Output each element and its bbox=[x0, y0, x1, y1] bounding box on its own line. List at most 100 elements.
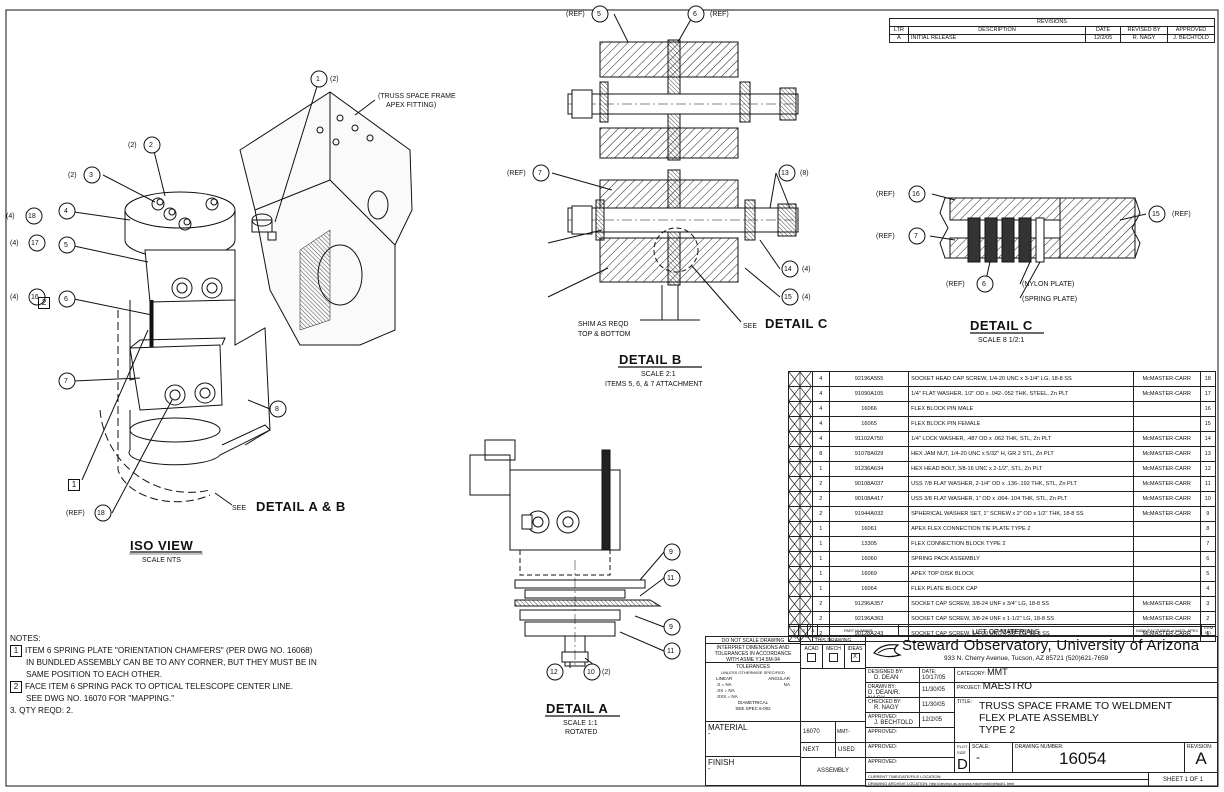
bom-qty: 2 bbox=[811, 611, 831, 627]
bom-description: SPHERICAL WASHER SET, 1" SCREW x 2" OD x… bbox=[908, 506, 1134, 522]
rev-approved: J. BECHTOLD bbox=[1167, 34, 1215, 43]
bom-manufacturer bbox=[1132, 401, 1201, 417]
callout-qty: (4) bbox=[802, 294, 811, 301]
callout-6: 6 bbox=[982, 281, 986, 288]
finish-cell: FINISH - bbox=[705, 756, 801, 786]
bom-item-number: 6 bbox=[1199, 551, 1217, 567]
callout-9: 9 bbox=[669, 549, 673, 556]
ref-label: (REF) bbox=[507, 170, 526, 177]
bom-qty: 2 bbox=[811, 491, 831, 507]
bom-item-number: 8 bbox=[1199, 521, 1217, 537]
detail-a-scale: SCALE 1:1 bbox=[563, 720, 598, 727]
bom-caption: LIST OF MATERIALS bbox=[972, 629, 1040, 636]
detail-c-scale: SCALE 8 1/2:1 bbox=[978, 337, 1025, 344]
note-marker-1: 1 bbox=[68, 474, 83, 492]
truss-label-1: (TRUSS SPACE FRAME bbox=[378, 93, 456, 100]
rev-revised-by: R. NAGY bbox=[1120, 34, 1168, 43]
bom-crossed-cell bbox=[788, 401, 813, 417]
revision-value: A bbox=[1195, 749, 1207, 768]
finish-label: FINISH bbox=[708, 758, 735, 767]
bom-item-number: 3 bbox=[1199, 596, 1217, 612]
callout-5: 5 bbox=[597, 11, 601, 18]
title-cell: TITLE: TRUSS SPACE FRAME TO WELDMENT FLE… bbox=[954, 697, 1218, 743]
bom-qty: 1 bbox=[811, 461, 831, 477]
linear-label: LINEAR bbox=[716, 676, 733, 681]
bom-part-number: 91944A032 bbox=[829, 506, 910, 522]
callout-qty: (4) bbox=[10, 294, 19, 301]
note-1-line-3: SAME POSITION TO EACH OTHER. bbox=[26, 670, 163, 679]
callout-18: 18 bbox=[97, 510, 105, 517]
bom-part-number: 16064 bbox=[829, 581, 910, 597]
iso-view-scale: SCALE NTS bbox=[142, 557, 181, 564]
bom-part-number: 90108A037 bbox=[829, 476, 910, 492]
callout-5: 5 bbox=[64, 242, 68, 249]
bom-qty: 4 bbox=[811, 386, 831, 402]
detail-b-scale: SCALE 2:1 bbox=[641, 371, 676, 378]
bom-description: USS 3/8 FLAT WASHER, 1" OD x .064-.104 T… bbox=[908, 491, 1134, 507]
category-cell: CATEGORY: MMT bbox=[954, 667, 1218, 683]
note-2-line-2: SEE DWG NO. 16070 FOR "MAPPING." bbox=[26, 694, 175, 703]
angular-value: NA bbox=[783, 682, 790, 687]
bom-part-number: 91090A105 bbox=[829, 386, 910, 402]
callout-7: 7 bbox=[914, 233, 918, 240]
see-spec: SEE SPEC 6-002 bbox=[735, 706, 771, 711]
bom-crossed-cell bbox=[788, 581, 813, 597]
bom-crossed-cell bbox=[788, 536, 813, 552]
bom-item-number: 9 bbox=[1199, 506, 1217, 522]
detail-b-drawing bbox=[547, 13, 799, 323]
note-1-line-2: IN BUNDLED ASSEMBLY CAN BE TO ANY CORNER… bbox=[26, 658, 317, 667]
bom-crossed-cell bbox=[788, 491, 813, 507]
checked-by: CHECKED BY:R. NAGY bbox=[865, 697, 920, 713]
bom-part-number: 91102A750 bbox=[829, 431, 910, 447]
bom-crossed-cell bbox=[788, 386, 813, 402]
bom-item-number: 5 bbox=[1199, 566, 1217, 582]
bom-qty: 4 bbox=[811, 371, 831, 387]
callout-3: 3 bbox=[89, 172, 93, 179]
bom-qty: 1 bbox=[811, 566, 831, 582]
bom-description: FLEX PLATE BLOCK CAP bbox=[908, 581, 1134, 597]
bom-qty: 2 bbox=[811, 476, 831, 492]
bom-manufacturer bbox=[1132, 416, 1201, 432]
notes-heading: NOTES: bbox=[10, 634, 41, 643]
bom-item-number: 17 bbox=[1199, 386, 1217, 402]
bom-item-number: 4 bbox=[1199, 581, 1217, 597]
note-marker-2: 2 bbox=[10, 681, 22, 693]
bom-part-number: 91236A634 bbox=[829, 461, 910, 477]
rev-header: DESCRIPTION bbox=[908, 26, 1086, 35]
approved-date: 12/2/05 bbox=[919, 712, 955, 728]
spring-plate-label: (SPRING PLATE) bbox=[1022, 296, 1078, 303]
bom-manufacturer: McMASTER-CARR bbox=[1132, 371, 1201, 387]
ref-label: (REF) bbox=[876, 233, 895, 240]
bom-crossed-cell bbox=[788, 596, 813, 612]
bom-part-number: 16061 bbox=[829, 521, 910, 537]
callout-7: 7 bbox=[538, 170, 542, 177]
drawing-title: TRUSS SPACE FRAME TO WELDMENT FLEX PLATE… bbox=[979, 700, 1173, 736]
used-on-label: USED ON bbox=[835, 742, 866, 758]
ref-label: (REF) bbox=[566, 11, 585, 18]
org-address: 933 N. Cherry Avenue, Tucson, AZ 85721 (… bbox=[944, 655, 1109, 662]
callout-15: 15 bbox=[784, 294, 792, 301]
bom-qty: 2 bbox=[811, 506, 831, 522]
see-detail-ab: DETAIL A & B bbox=[256, 499, 346, 514]
callout-16: 16 bbox=[31, 294, 39, 301]
callout-14: 14 bbox=[784, 266, 792, 273]
bom-description: SOCKET CAP SCREW, 3/8-24 UNF x 3/4" LG, … bbox=[908, 596, 1134, 612]
rev-description: INITIAL RELEASE bbox=[908, 34, 1086, 43]
bom-manufacturer bbox=[1132, 581, 1201, 597]
next-assy-label: NEXT ASSY bbox=[800, 742, 836, 758]
callout-4: 4 bbox=[64, 208, 68, 215]
bom-description: FLEX CONNECTION BLOCK TYPE 2 bbox=[908, 536, 1134, 552]
drawing-number-cell: DRAWING NUMBER:16054 bbox=[1012, 742, 1185, 773]
bom-part-number: 16060 bbox=[829, 551, 910, 567]
